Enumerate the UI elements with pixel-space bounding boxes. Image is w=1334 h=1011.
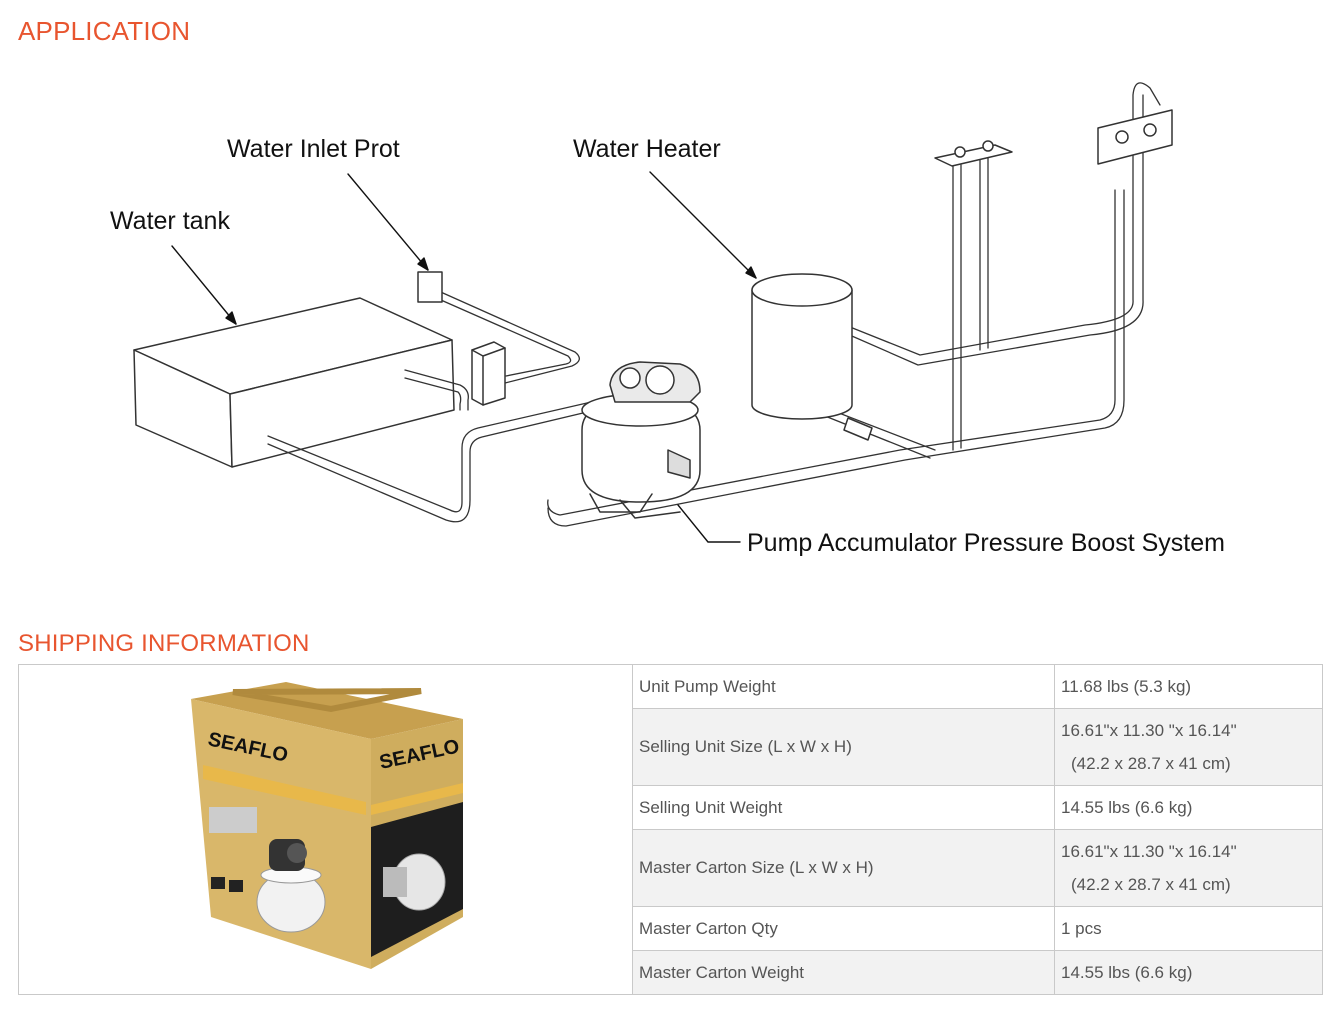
row-value: 14.55 lbs (6.6 kg) xyxy=(1054,785,1323,830)
junction-box xyxy=(471,341,506,406)
table-row: Master Carton Weight 14.55 lbs (6.6 kg) xyxy=(19,950,1323,995)
application-diagram: Water tank Water Inlet Prot Water Heater… xyxy=(110,82,1225,557)
shipping-heading: SHIPPING INFORMATION xyxy=(18,630,310,657)
label-water-heater: Water Heater xyxy=(573,135,721,163)
row-label: Unit Pump Weight xyxy=(632,664,1055,709)
water-heater-drawing xyxy=(751,273,853,420)
row-label: Selling Unit Weight xyxy=(632,785,1055,830)
row-label: Master Carton Weight xyxy=(632,950,1055,995)
row-label: Master Carton Size (L x W x H) xyxy=(632,829,1055,907)
row-value: 16.61"x 11.30 "x 16.14" (42.2 x 28.7 x 4… xyxy=(1054,829,1323,907)
table-row: Master Carton Qty 1 pcs xyxy=(19,906,1323,951)
row-value: 16.61"x 11.30 "x 16.14" (42.2 x 28.7 x 4… xyxy=(1054,708,1323,786)
table-row: Selling Unit Weight 14.55 lbs (6.6 kg) xyxy=(19,785,1323,830)
water-tank-drawing xyxy=(133,297,455,468)
faucet-right xyxy=(1097,109,1173,165)
row-value: 1 pcs xyxy=(1054,906,1323,951)
product-box-image: SEAFLO SEAFLO xyxy=(190,682,463,969)
table-row: Master Carton Size (L x W x H) 16.61"x 1… xyxy=(19,829,1323,907)
row-value: 11.68 lbs (5.3 kg) xyxy=(1054,664,1323,709)
row-value: 14.55 lbs (6.6 kg) xyxy=(1054,950,1323,995)
label-water-tank: Water tank xyxy=(110,207,230,235)
label-pump-system: Pump Accumulator Pressure Boost System xyxy=(747,529,1225,557)
pump-accumulator-drawing xyxy=(581,361,701,519)
shipping-table: SEAFLO SEAFLO Unit Pump Weight xyxy=(18,664,1323,995)
row-label: Master Carton Qty xyxy=(632,906,1055,951)
table-row: Selling Unit Size (L x W x H) 16.61"x 11… xyxy=(19,708,1323,786)
product-box-image-cell: SEAFLO SEAFLO xyxy=(18,664,633,995)
faucet-left xyxy=(934,140,1013,167)
inlet-port-plate xyxy=(417,271,443,303)
application-heading: APPLICATION xyxy=(18,16,191,46)
leader-lines xyxy=(171,171,757,543)
inline-filter xyxy=(843,417,873,441)
table-row: SEAFLO SEAFLO Unit Pump Weight xyxy=(18,664,1323,995)
row-label: Selling Unit Size (L x W x H) xyxy=(632,708,1055,786)
label-water-inlet: Water Inlet Prot xyxy=(227,135,400,163)
